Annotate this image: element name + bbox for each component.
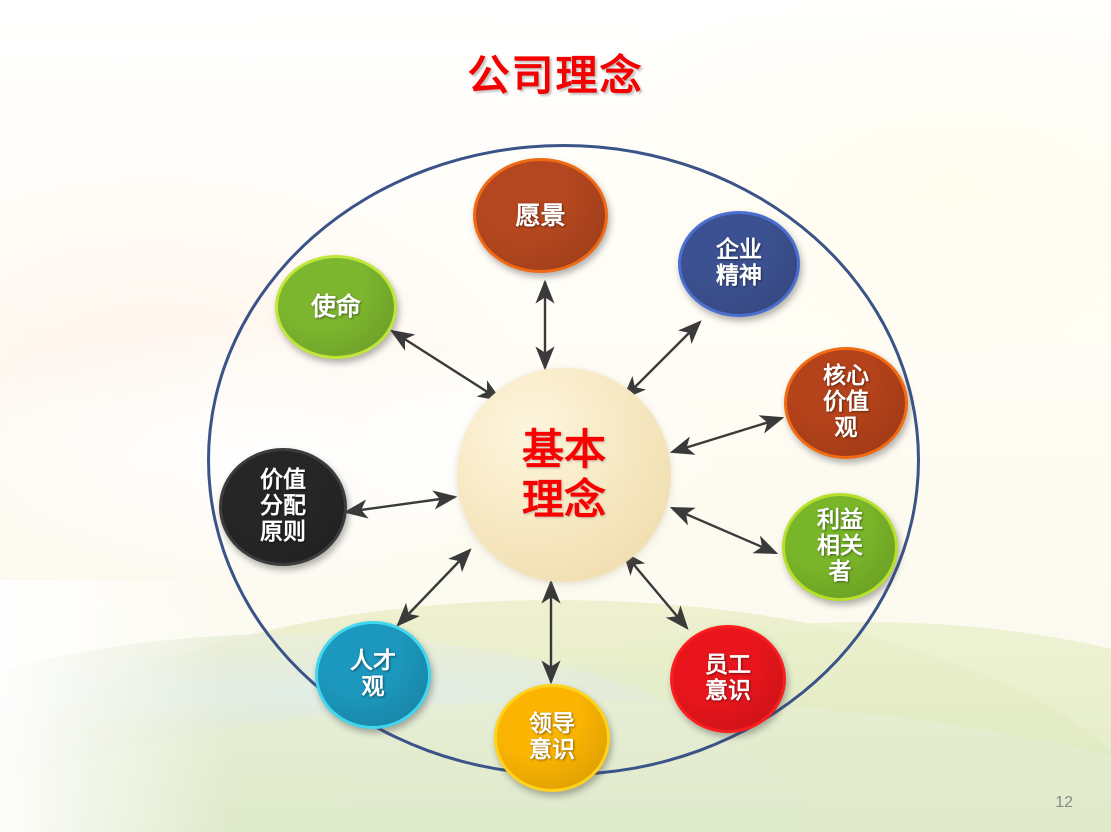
node-mission[interactable]: 使命 xyxy=(275,255,397,359)
node-leadership-awareness-label-line1: 领导 xyxy=(529,711,575,738)
node-value-allocation-principle-label-line2: 分配 xyxy=(260,493,306,520)
background-left-fade xyxy=(0,580,230,832)
node-vision-label: 愿景 xyxy=(513,200,567,230)
node-employee-awareness-label-line1: 员工 xyxy=(705,652,751,679)
arrow-stakeholders xyxy=(669,506,779,555)
node-core-values[interactable]: 核心价值观 xyxy=(784,347,908,459)
arrow-employee xyxy=(622,551,689,630)
node-employee-awareness[interactable]: 员工意识 xyxy=(670,625,786,733)
node-core-values-label-line1: 核心 xyxy=(823,363,869,390)
node-employee-awareness-label: 员工意识 xyxy=(703,652,753,705)
node-enterprise-spirit-label-line2: 精神 xyxy=(716,263,762,289)
node-leadership-awareness[interactable]: 领导意识 xyxy=(494,684,610,792)
node-stakeholders[interactable]: 利益相关者 xyxy=(782,493,898,601)
node-stakeholders-label-line3: 者 xyxy=(828,558,852,585)
center-node-label: 基本 理念 xyxy=(522,425,606,524)
node-vision[interactable]: 愿景 xyxy=(473,158,608,273)
node-value-allocation-principle-label-line1: 价值 xyxy=(260,467,306,494)
node-stakeholders-label: 利益相关者 xyxy=(815,508,865,585)
center-node-basic-philosophy[interactable]: 基本 理念 xyxy=(457,368,671,582)
node-talent-view-label: 人才观 xyxy=(348,648,398,701)
node-enterprise-spirit-label: 企业精神 xyxy=(714,237,764,290)
node-enterprise-spirit[interactable]: 企业精神 xyxy=(678,211,800,317)
center-node-label-line1: 基本 xyxy=(521,425,606,475)
node-leadership-awareness-label: 领导意识 xyxy=(527,711,577,764)
node-core-values-label: 核心价值观 xyxy=(821,364,871,441)
node-mission-label: 使命 xyxy=(309,293,363,321)
node-value-allocation-principle[interactable]: 价值分配原则 xyxy=(219,448,347,566)
arrow-core-values xyxy=(669,415,785,455)
arrow-value-alloc xyxy=(343,490,458,519)
node-value-allocation-principle-label: 价值分配原则 xyxy=(258,468,308,545)
node-mission-label-line1: 使命 xyxy=(310,292,361,321)
page-title: 公司理念 xyxy=(467,51,644,100)
node-employee-awareness-label-line2: 意识 xyxy=(705,678,751,704)
node-leadership-awareness-label-line2: 意识 xyxy=(529,737,575,763)
node-stakeholders-label-line2: 相关 xyxy=(817,533,863,560)
node-stakeholders-label-line1: 利益 xyxy=(817,507,863,534)
arrow-spirit xyxy=(622,320,702,400)
page-number: 12 xyxy=(1055,794,1073,811)
node-value-allocation-principle-label-line3: 原则 xyxy=(260,518,306,545)
node-talent-view-label-line1: 人才 xyxy=(350,648,396,675)
node-talent-view[interactable]: 人才观 xyxy=(315,621,431,729)
node-core-values-label-line3: 观 xyxy=(834,414,858,441)
center-node-label-line2: 理念 xyxy=(521,475,606,524)
arrow-talent xyxy=(396,548,472,627)
node-vision-label-line1: 愿景 xyxy=(515,200,566,230)
node-core-values-label-line2: 价值 xyxy=(823,389,869,416)
node-enterprise-spirit-label-line1: 企业 xyxy=(716,237,762,264)
node-talent-view-label-line2: 观 xyxy=(361,674,385,700)
arrow-mission xyxy=(389,329,503,402)
